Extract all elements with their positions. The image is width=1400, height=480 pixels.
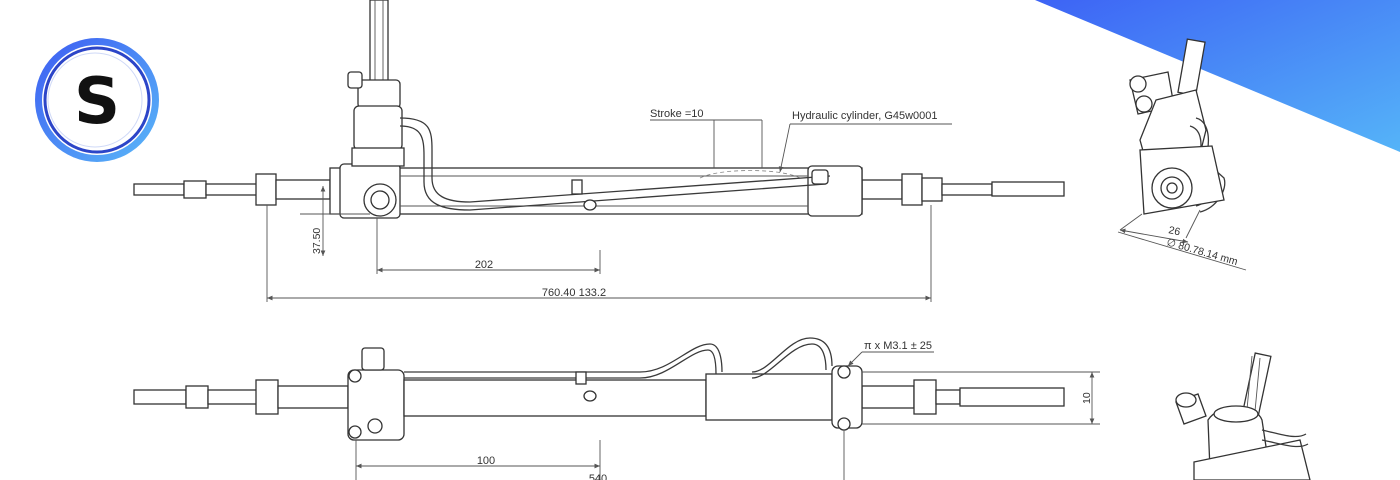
bottom-span-label: 100 [477,455,495,467]
top-view-dimensions: 760.40 133.2 202 37.50 Stroke =10 Hydrau… [266,108,952,302]
brand-logo: S [35,38,159,162]
top-view-assembly [133,0,1065,219]
side-width-label: 26 [1167,224,1181,238]
top-span-label: 202 [475,259,493,271]
right-height-label: 10 [1081,392,1093,404]
stroke-label: Stroke =10 [650,108,704,120]
side-view-dimensions: 26 ∅ 80.78.14 mm [1117,209,1247,271]
overall-length-label: 760.40 133.2 [542,287,606,299]
vertical-offset-label: 37.50 [311,228,323,254]
diameter-label: ∅ 80.78.14 mm [1165,236,1239,268]
bottom-overall-label: 540 [589,473,607,480]
corner-accent-shape [1035,0,1400,152]
isometric-view-assembly [1175,352,1311,480]
bottom-view-dimensions: 100 540 10 π x M3.1 ± 25 [355,340,1100,480]
bottom-view-assembly [133,337,1065,441]
thread-spec-label: π x M3.1 ± 25 [864,340,932,352]
logo-letter: S [74,65,120,139]
side-view-assembly [1129,38,1226,215]
hydraulic-cylinder-label: Hydraulic cylinder, G45w0001 [792,110,938,122]
